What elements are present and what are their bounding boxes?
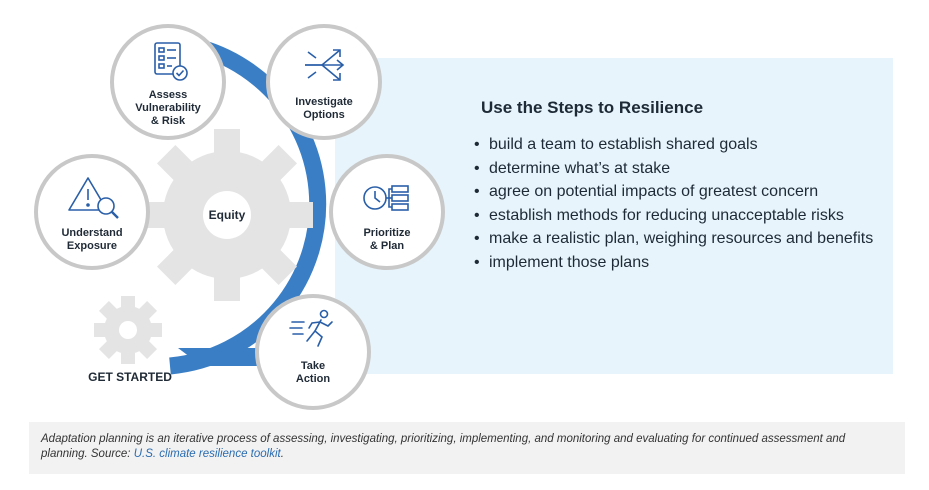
svg-text:Assess: Assess — [149, 89, 188, 101]
start-gear-icon — [94, 296, 162, 364]
step-item: determine what’s at stake — [474, 157, 884, 181]
caption-text: Adaptation planning is an iterative proc… — [41, 433, 846, 460]
equity-label: Equity — [209, 208, 246, 222]
steps-title: Use the Steps to Resilience — [481, 98, 704, 117]
steps-diagram: Use the Steps to Resilience build a team… — [0, 0, 929, 410]
step-item: agree on potential impacts of greatest c… — [474, 180, 884, 204]
resilience-cycle: Equity GET STARTED — [34, 24, 445, 410]
svg-text:Prioritize: Prioritize — [363, 227, 410, 239]
node-investigate: Investigate Options — [266, 24, 382, 140]
svg-text:Understand: Understand — [61, 227, 122, 239]
step-item: build a team to establish shared goals — [474, 133, 884, 157]
step-item: implement those plans — [474, 251, 884, 275]
get-started-label: GET STARTED — [88, 370, 172, 384]
toolkit-link[interactable]: U.S. climate resilience toolkit — [133, 448, 281, 460]
warning-magnifier-icon — [68, 177, 119, 219]
svg-text:& Risk: & Risk — [151, 115, 186, 127]
svg-text:Action: Action — [296, 373, 331, 385]
arrows-options-icon — [305, 49, 345, 81]
running-person-icon — [289, 309, 333, 347]
svg-text:Options: Options — [303, 109, 345, 121]
node-understand: Understand Exposure — [34, 154, 150, 270]
svg-text:Vulnerability: Vulnerability — [135, 102, 201, 114]
svg-text:Exposure: Exposure — [67, 240, 117, 252]
step-item: establish methods for reducing unaccepta… — [474, 204, 884, 228]
node-assess: Assess Vulnerability & Risk — [110, 24, 226, 140]
checklist-icon — [154, 42, 188, 81]
equity-gear: Equity — [141, 129, 313, 301]
node-prioritize: Prioritize & Plan — [329, 154, 445, 270]
step-item: make a realistic plan, weighing resource… — [474, 227, 884, 251]
svg-text:& Plan: & Plan — [370, 240, 405, 252]
svg-text:Investigate: Investigate — [295, 96, 352, 108]
node-action: Take Action — [255, 294, 371, 410]
clock-plan-icon — [363, 185, 409, 211]
caption-end: . — [280, 448, 284, 460]
steps-list: build a team to establish shared goals d… — [474, 133, 884, 274]
figure-caption: Adaptation planning is an iterative proc… — [29, 422, 905, 474]
svg-text:Take: Take — [301, 360, 325, 372]
